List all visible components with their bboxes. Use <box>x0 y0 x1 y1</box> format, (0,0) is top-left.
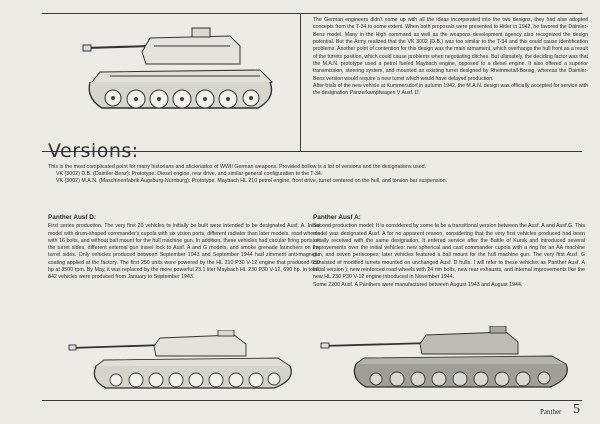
version-item-man: VK (3002) M.A.N. (Maschinenfabrik Augsbu… <box>56 178 448 185</box>
panther-ausf-a-text-2: Some 2200 Ausf. A Panthers were manufact… <box>313 281 523 288</box>
bottom-rule <box>42 400 582 401</box>
panther-ausf-d-column: Panther Ausf D: First series production.… <box>48 214 320 282</box>
intro-text-block: The German engineers didn't come up with… <box>313 17 588 98</box>
panther-ausf-d-heading: Panther Ausf D: <box>48 214 97 221</box>
panther-ausf-a-heading: Panther Ausf A: <box>313 214 361 221</box>
top-rule <box>42 13 582 14</box>
versions-intro: This is the most complicated point for m… <box>48 164 427 170</box>
panther-ausf-d-text: First series production. The very first … <box>48 223 320 281</box>
vertical-rule <box>300 13 301 151</box>
versions-heading: Versions: <box>48 140 139 162</box>
footer-label: Panther <box>540 408 562 416</box>
intro-paragraph-2: After trials of the new vehicle at Kumme… <box>313 83 588 97</box>
intro-paragraph: The German engineers didn't come up with… <box>313 17 588 82</box>
version-item-db: VK (3002) D.B. (Daimler-Benz): Prototype… <box>56 171 323 178</box>
middle-rule <box>42 151 582 152</box>
page-number: 5 <box>573 402 580 417</box>
versions-list: This is the most complicated point for m… <box>48 164 578 186</box>
tank-illustration-ausf-d <box>68 330 292 389</box>
panther-ausf-a-column: Panther Ausf A: Second production model;… <box>313 214 585 289</box>
tank-illustration-prototype <box>82 27 273 109</box>
tank-illustration-ausf-a <box>320 326 568 388</box>
panther-ausf-a-text: Second production model; It is considere… <box>313 223 585 281</box>
